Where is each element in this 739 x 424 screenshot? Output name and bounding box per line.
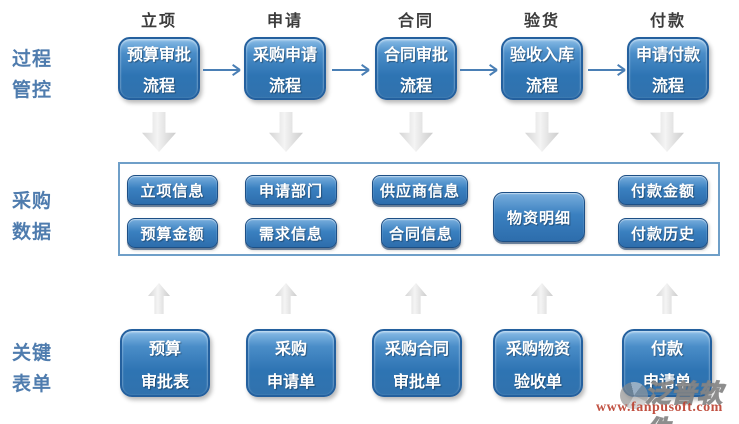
process-box-line: 流程 bbox=[268, 78, 301, 95]
process-box-line: 验收入库 bbox=[509, 47, 574, 64]
down-arrow-icon bbox=[269, 112, 303, 152]
data-item-supplier-info: 供应商信息 bbox=[372, 175, 468, 205]
right-arrow-icon bbox=[332, 69, 368, 71]
data-item-request-department: 申请部门 bbox=[245, 175, 337, 205]
data-item-project-info: 立项信息 bbox=[127, 175, 218, 205]
form-box-line: 采购合同 bbox=[384, 340, 449, 358]
watermark-brand-text: 泛普软件 bbox=[644, 379, 724, 424]
data-item-contract-info: 合同信息 bbox=[381, 218, 461, 248]
process-box-line: 采购申请 bbox=[252, 47, 317, 64]
form-box-budget-approval-form: 预算 审批表 bbox=[120, 329, 210, 397]
process-box-purchase-request-flow: 采购申请 流程 bbox=[244, 37, 326, 100]
process-box-line: 流程 bbox=[525, 78, 558, 95]
form-box-line: 申请单 bbox=[642, 373, 691, 391]
down-arrow-icon bbox=[399, 112, 433, 152]
process-box-line: 预算审批 bbox=[126, 47, 191, 64]
data-item-payment-amount: 付款金额 bbox=[618, 175, 708, 205]
process-box-payment-request-flow: 申请付款 流程 bbox=[627, 37, 709, 100]
process-box-line: 申请付款 bbox=[635, 47, 700, 64]
row-label-line: 管控 bbox=[12, 80, 53, 101]
form-box-line: 审批表 bbox=[140, 373, 189, 391]
up-arrow-icon bbox=[531, 283, 553, 314]
process-box-line: 合同审批 bbox=[383, 47, 448, 64]
row-label-procurement-data: 采购 数据 bbox=[12, 186, 82, 248]
row-label-key-forms: 关键 表单 bbox=[12, 338, 82, 400]
form-box-line: 采购物资 bbox=[505, 340, 570, 358]
form-box-line: 付款 bbox=[650, 340, 683, 358]
row-label-process-control: 过程 管控 bbox=[12, 44, 82, 106]
watermark-url-text: www.fanpusoft.com bbox=[596, 400, 723, 415]
column-header-payment: 付款 bbox=[649, 13, 686, 30]
form-box-material-receiving-form: 采购物资 验收单 bbox=[493, 329, 583, 397]
fanpu-logo-icon bbox=[620, 382, 648, 409]
form-box-purchase-request-form: 采购 申请单 bbox=[246, 329, 336, 397]
up-arrow-icon bbox=[405, 283, 427, 314]
data-item-demand-info: 需求信息 bbox=[245, 218, 337, 248]
down-arrow-icon bbox=[142, 112, 176, 152]
form-box-contract-approval-form: 采购合同 审批单 bbox=[372, 329, 462, 397]
right-arrow-icon bbox=[588, 69, 624, 71]
row-label-line: 数据 bbox=[12, 222, 53, 243]
up-arrow-icon bbox=[275, 283, 297, 314]
form-box-line: 采购 bbox=[274, 340, 307, 358]
right-arrow-icon bbox=[203, 69, 239, 71]
form-box-line: 验收单 bbox=[513, 373, 562, 391]
process-box-line: 流程 bbox=[651, 78, 684, 95]
process-box-line: 流程 bbox=[399, 78, 432, 95]
data-item-material-detail: 物资明细 bbox=[493, 192, 585, 242]
row-label-line: 关键 bbox=[12, 343, 53, 364]
row-label-line: 采购 bbox=[12, 191, 53, 212]
form-box-line: 审批单 bbox=[392, 373, 441, 391]
column-header-request: 申请 bbox=[266, 13, 303, 30]
process-box-budget-approval-flow: 预算审批 流程 bbox=[118, 37, 200, 100]
column-header-initiation: 立项 bbox=[140, 13, 177, 30]
down-arrow-icon bbox=[650, 112, 684, 152]
right-arrow-icon bbox=[460, 69, 496, 71]
process-box-receiving-warehousing-flow: 验收入库 流程 bbox=[501, 37, 583, 100]
form-box-line: 预算 bbox=[148, 340, 181, 358]
data-item-budget-amount: 预算金额 bbox=[127, 218, 218, 248]
up-arrow-icon bbox=[148, 283, 170, 314]
process-box-line: 流程 bbox=[142, 78, 175, 95]
up-arrow-icon bbox=[656, 283, 678, 314]
form-box-line: 申请单 bbox=[266, 373, 315, 391]
data-item-payment-history: 付款历史 bbox=[618, 218, 708, 248]
process-box-contract-approval-flow: 合同审批 流程 bbox=[375, 37, 457, 100]
column-header-inspection: 验货 bbox=[523, 13, 560, 30]
row-label-line: 过程 bbox=[12, 49, 53, 70]
down-arrow-icon bbox=[525, 112, 559, 152]
row-label-line: 表单 bbox=[12, 374, 53, 395]
column-header-contract: 合同 bbox=[397, 13, 434, 30]
